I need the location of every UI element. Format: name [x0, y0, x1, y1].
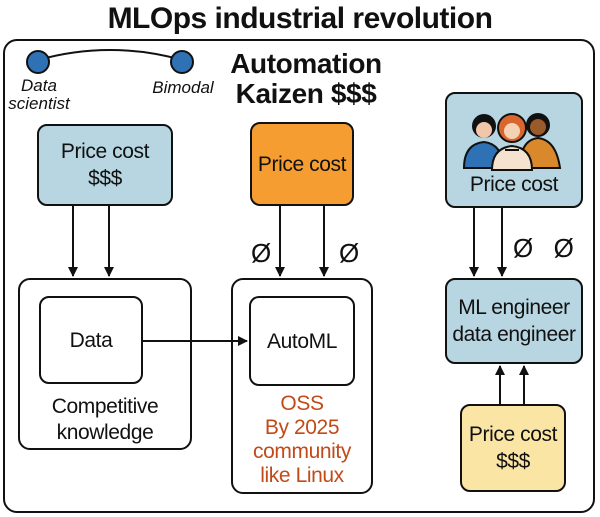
automation-line: Automation [230, 48, 382, 79]
data-box-label: Data [69, 328, 113, 352]
middle-price-cost-box: Price cost [250, 122, 354, 206]
data-scientist-label: Data scientist [8, 76, 70, 113]
oss-line-3: community [253, 440, 351, 463]
phi-symbol-right: Ø [339, 238, 360, 268]
diagram-title: MLOps industrial revolution [107, 2, 493, 35]
automation-heading: Automation Kaizen $$$ [216, 49, 396, 109]
bimodal-label: Bimodal [152, 78, 214, 97]
caption-line-2: knowledge [56, 421, 154, 444]
left-price-cost-label: Price cost [60, 140, 150, 163]
middle-price-cost-label: Price cost [257, 152, 347, 176]
bimodal-node [170, 50, 194, 74]
kaizen-line: Kaizen $$$ [235, 78, 377, 109]
oss-line-1: OSS [280, 392, 324, 415]
bottom-price-cost-label: Price cost [468, 423, 558, 446]
competitive-knowledge-caption: Competitive knowledge [18, 394, 192, 446]
right-phi-symbols: Ø Ø [513, 233, 576, 263]
outer-frame [3, 39, 595, 513]
right-price-cost-label: Price cost [469, 173, 559, 196]
phi-symbol-left: Ø [251, 238, 272, 268]
engineer-line-2: data engineer [452, 323, 576, 346]
data-box: Data [39, 296, 143, 384]
automl-box-label: AutoML [267, 329, 337, 353]
bottom-price-cost-box: Price cost $$$ [460, 404, 566, 492]
oss-line-4: like Linux [260, 464, 344, 487]
oss-line-2: By 2025 [264, 416, 340, 439]
engineer-line-1: ML engineer [458, 296, 570, 319]
oss-caption: OSS By 2025 community like Linux [231, 392, 373, 488]
engineer-box: ML engineer data engineer [445, 278, 583, 364]
caption-line-1: Competitive [51, 395, 159, 418]
left-price-cost-value: $$$ [88, 167, 122, 190]
automl-box: AutoML [249, 296, 355, 386]
left-price-cost-box: Price cost $$$ [37, 124, 173, 206]
data-scientist-node [26, 50, 50, 74]
bottom-price-cost-value: $$$ [496, 450, 530, 473]
